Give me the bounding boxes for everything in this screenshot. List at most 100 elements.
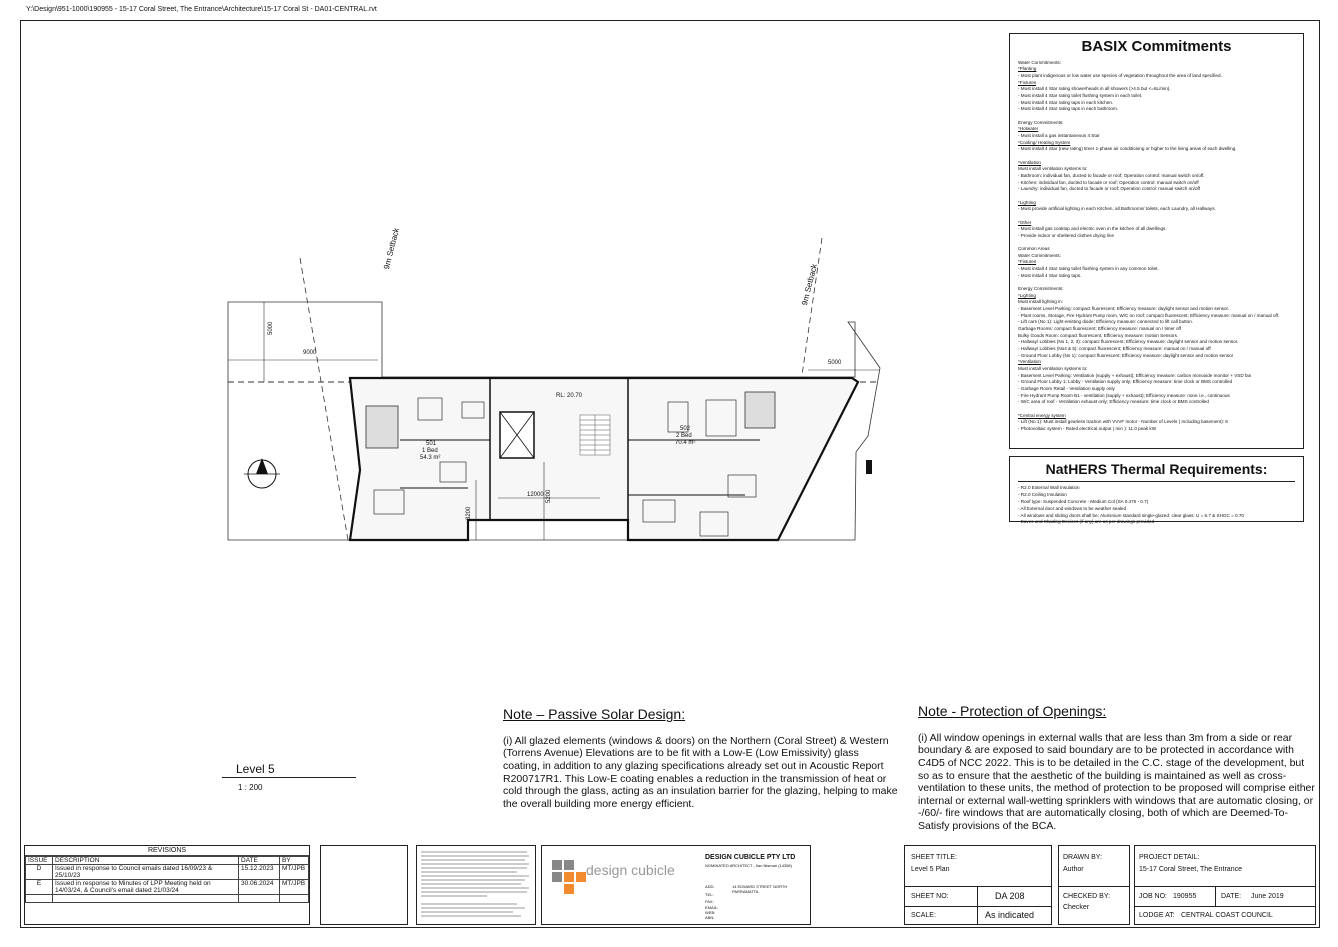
company-logo-text: design cubicle [586,862,675,878]
basix-line: - Fire Hydrant Pump Room B1 - ventilatio… [1018,392,1230,398]
note-protection-openings-title: Note - Protection of Openings: [918,703,1107,719]
nathers-line: - All External door and windows to be we… [1018,505,1127,511]
company-box: design cubicle DESIGN CUBICLE PTY LTD NO… [541,845,811,925]
basix-line: *Ventilation [1018,359,1041,365]
basix-commitments-panel: BASIX Commitments Water Commitments:*Pla… [1009,33,1304,449]
nathers-line: - All windows and sliding doors shall be… [1018,512,1244,518]
basix-line: *Hotwater [1018,126,1039,132]
company-abn-label: ABN: [705,915,715,920]
job-no: 190955 [1173,893,1197,900]
note-passive-solar-body: (i) All glazed elements (windows & doors… [503,734,898,810]
disclaimer-box [416,845,536,925]
basix-line [1018,113,1295,120]
basix-line: - Ground Floor Lobby 1: Lobby - Ventilat… [1018,379,1233,385]
dim-12000: 12000 [527,492,544,498]
lodge-value: CENTRAL COAST COUNCIL [1181,912,1273,919]
basix-line: - Basement Level Parking: compact fluore… [1018,306,1230,312]
sheet-no-label: SHEET NO: [911,893,949,900]
basix-line: - Must install 4 Star rating toilet flus… [1018,266,1159,272]
basix-line: Energy Commitments: [1018,119,1064,125]
company-add-label: ADD: [705,884,715,889]
basix-line: *Cooling/ Heating System [1018,139,1071,145]
dim-3200: 3200 [466,506,472,520]
basix-line: - Must install 4 Star rating taps in eac… [1018,106,1119,112]
nathers-lines: - R2.0 External Wall Insulation- R2.0 Ce… [1018,485,1295,526]
basix-line: Water Commitments: [1018,59,1061,65]
nathers-line: - Roof type: Suspended Concrete - Medium… [1018,498,1149,504]
rev-header-date: DATE [238,856,280,865]
basix-line: - Hallway/ Lobbies (No 1, 2, 3): compact… [1018,339,1239,345]
level-underline [222,777,356,778]
dim-5000-a: 5000 [268,321,274,335]
basix-line: - Lift (No 1): Must install gearless tra… [1018,419,1228,425]
note-protection-openings: Note - Protection of Openings: (i) All w… [918,703,1316,833]
company-subtitle: NOMINATED ARCHITECT - Ilan Nisman (14356… [705,863,792,868]
basix-line: *Other [1018,219,1032,225]
rl-label: RL: 20.70 [556,393,583,399]
basix-line: - Lift cars (No 1): Light-emitting diode… [1018,319,1194,325]
date-value: June 2019 [1251,893,1284,900]
level-name: Level 5 [236,762,275,776]
nathers-title: NatHERS Thermal Requirements: [1018,459,1295,482]
unit-501-number: 501 [426,441,437,447]
unit-502-number: 502 [680,426,691,432]
sheet-no: DA 208 [995,891,1025,901]
dim-9000: 9000 [303,350,317,356]
basix-line [1018,239,1295,246]
unit-502-area: 70.4 m² [675,440,696,446]
date-label: DATE: [1221,893,1242,900]
checked-by: Checker [1063,904,1090,911]
basix-line: *Lighting [1018,199,1036,205]
nathers-line: - R2.0 External Wall Insulation [1018,485,1080,490]
basix-line: - Must install 4 Star rating toilet flus… [1018,93,1143,99]
basix-line [1018,153,1295,160]
nathers-line: - R2.0 Ceiling Insulation [1018,491,1067,497]
basix-lines: Water Commitments:*Planting- Must plant … [1018,60,1295,433]
dim-5200: 5200 [546,489,552,503]
job-no-label: JOB NO: [1139,893,1168,900]
basix-line: - Plant rooms, Storage, Fire Hydrant Pum… [1018,312,1280,318]
rev-header-issue: ISSUE [25,856,53,865]
company-email-label: EMAIL: [705,905,719,910]
revisions-table: REVISIONS ISSUE DESCRIPTION DATE BY D Is… [24,845,310,925]
basix-line: - Hallway/ Lobbies (No4 & 5): compact fl… [1018,345,1211,351]
company-tel-label: TEL: [705,892,714,897]
scale-value: As indicated [985,910,1035,920]
basix-line: - Must install 4 Star (new rating) timer… [1018,146,1237,152]
drawn-checked-box: DRAWN BY: Author CHECKED BY: Checker [1058,845,1130,925]
basix-line: *Central energy system [1018,412,1066,418]
basix-line: *Planting [1018,66,1037,72]
drawn-by-label: DRAWN BY: [1063,854,1103,861]
sheet-box: SHEET TITLE: Level 5 Plan SHEET NO: DA 2… [904,845,1052,925]
unit-501-area: 54.3 m² [420,455,441,461]
basix-line: Bulky Goods Room: compact fluorescent; E… [1018,332,1179,338]
lodge-label: LODGE AT: [1139,912,1175,919]
basix-line: *Fixtures [1018,79,1037,85]
rev-header-description: DESCRIPTION [52,856,239,865]
project-label: PROJECT DETAIL: [1139,854,1200,861]
company-address: 14 EDWARD STREET NORTH PARRAMATTA [732,884,788,894]
note-protection-openings-body: (i) All window openings in external wall… [918,731,1315,832]
basix-line: *Lighting [1018,292,1036,298]
basix-line: Common Areas [1018,246,1050,252]
basix-line: - Laundry: individual fan, ducted to fac… [1018,186,1200,192]
project-box: PROJECT DETAIL: 15-17 Coral Street, The … [1134,845,1316,925]
project-name: 15-17 Coral Street, The Entrance [1139,866,1242,873]
drawn-by: Author [1063,866,1084,873]
basix-title: BASIX Commitments [1081,38,1232,55]
basix-line: Garbage Rooms: compact fluorescent; Effi… [1018,326,1181,331]
blank-box [320,845,408,925]
basix-line: - Bathroom: individual fan, ducted to fa… [1018,172,1205,178]
basix-line: - Photovoltaic system - Rated electrical… [1018,425,1157,431]
basix-line: - Must install 4 Star rating taps in eac… [1018,99,1114,105]
table-row: E Issued in response to Minutes of LPP M… [25,879,309,895]
basix-line [1018,279,1295,286]
checked-by-label: CHECKED BY: [1063,893,1111,900]
basix-line [1018,406,1295,413]
basix-line: Must install ventilation systems to: [1018,365,1088,371]
sheet-title-label: SHEET TITLE: [911,854,958,861]
basix-line: Must install ventilation systems to: [1018,166,1088,172]
file-path: Y:\Design\951-1000\190955 - 15-17 Coral … [26,6,377,13]
dim-5000-b: 5000 [828,360,842,366]
